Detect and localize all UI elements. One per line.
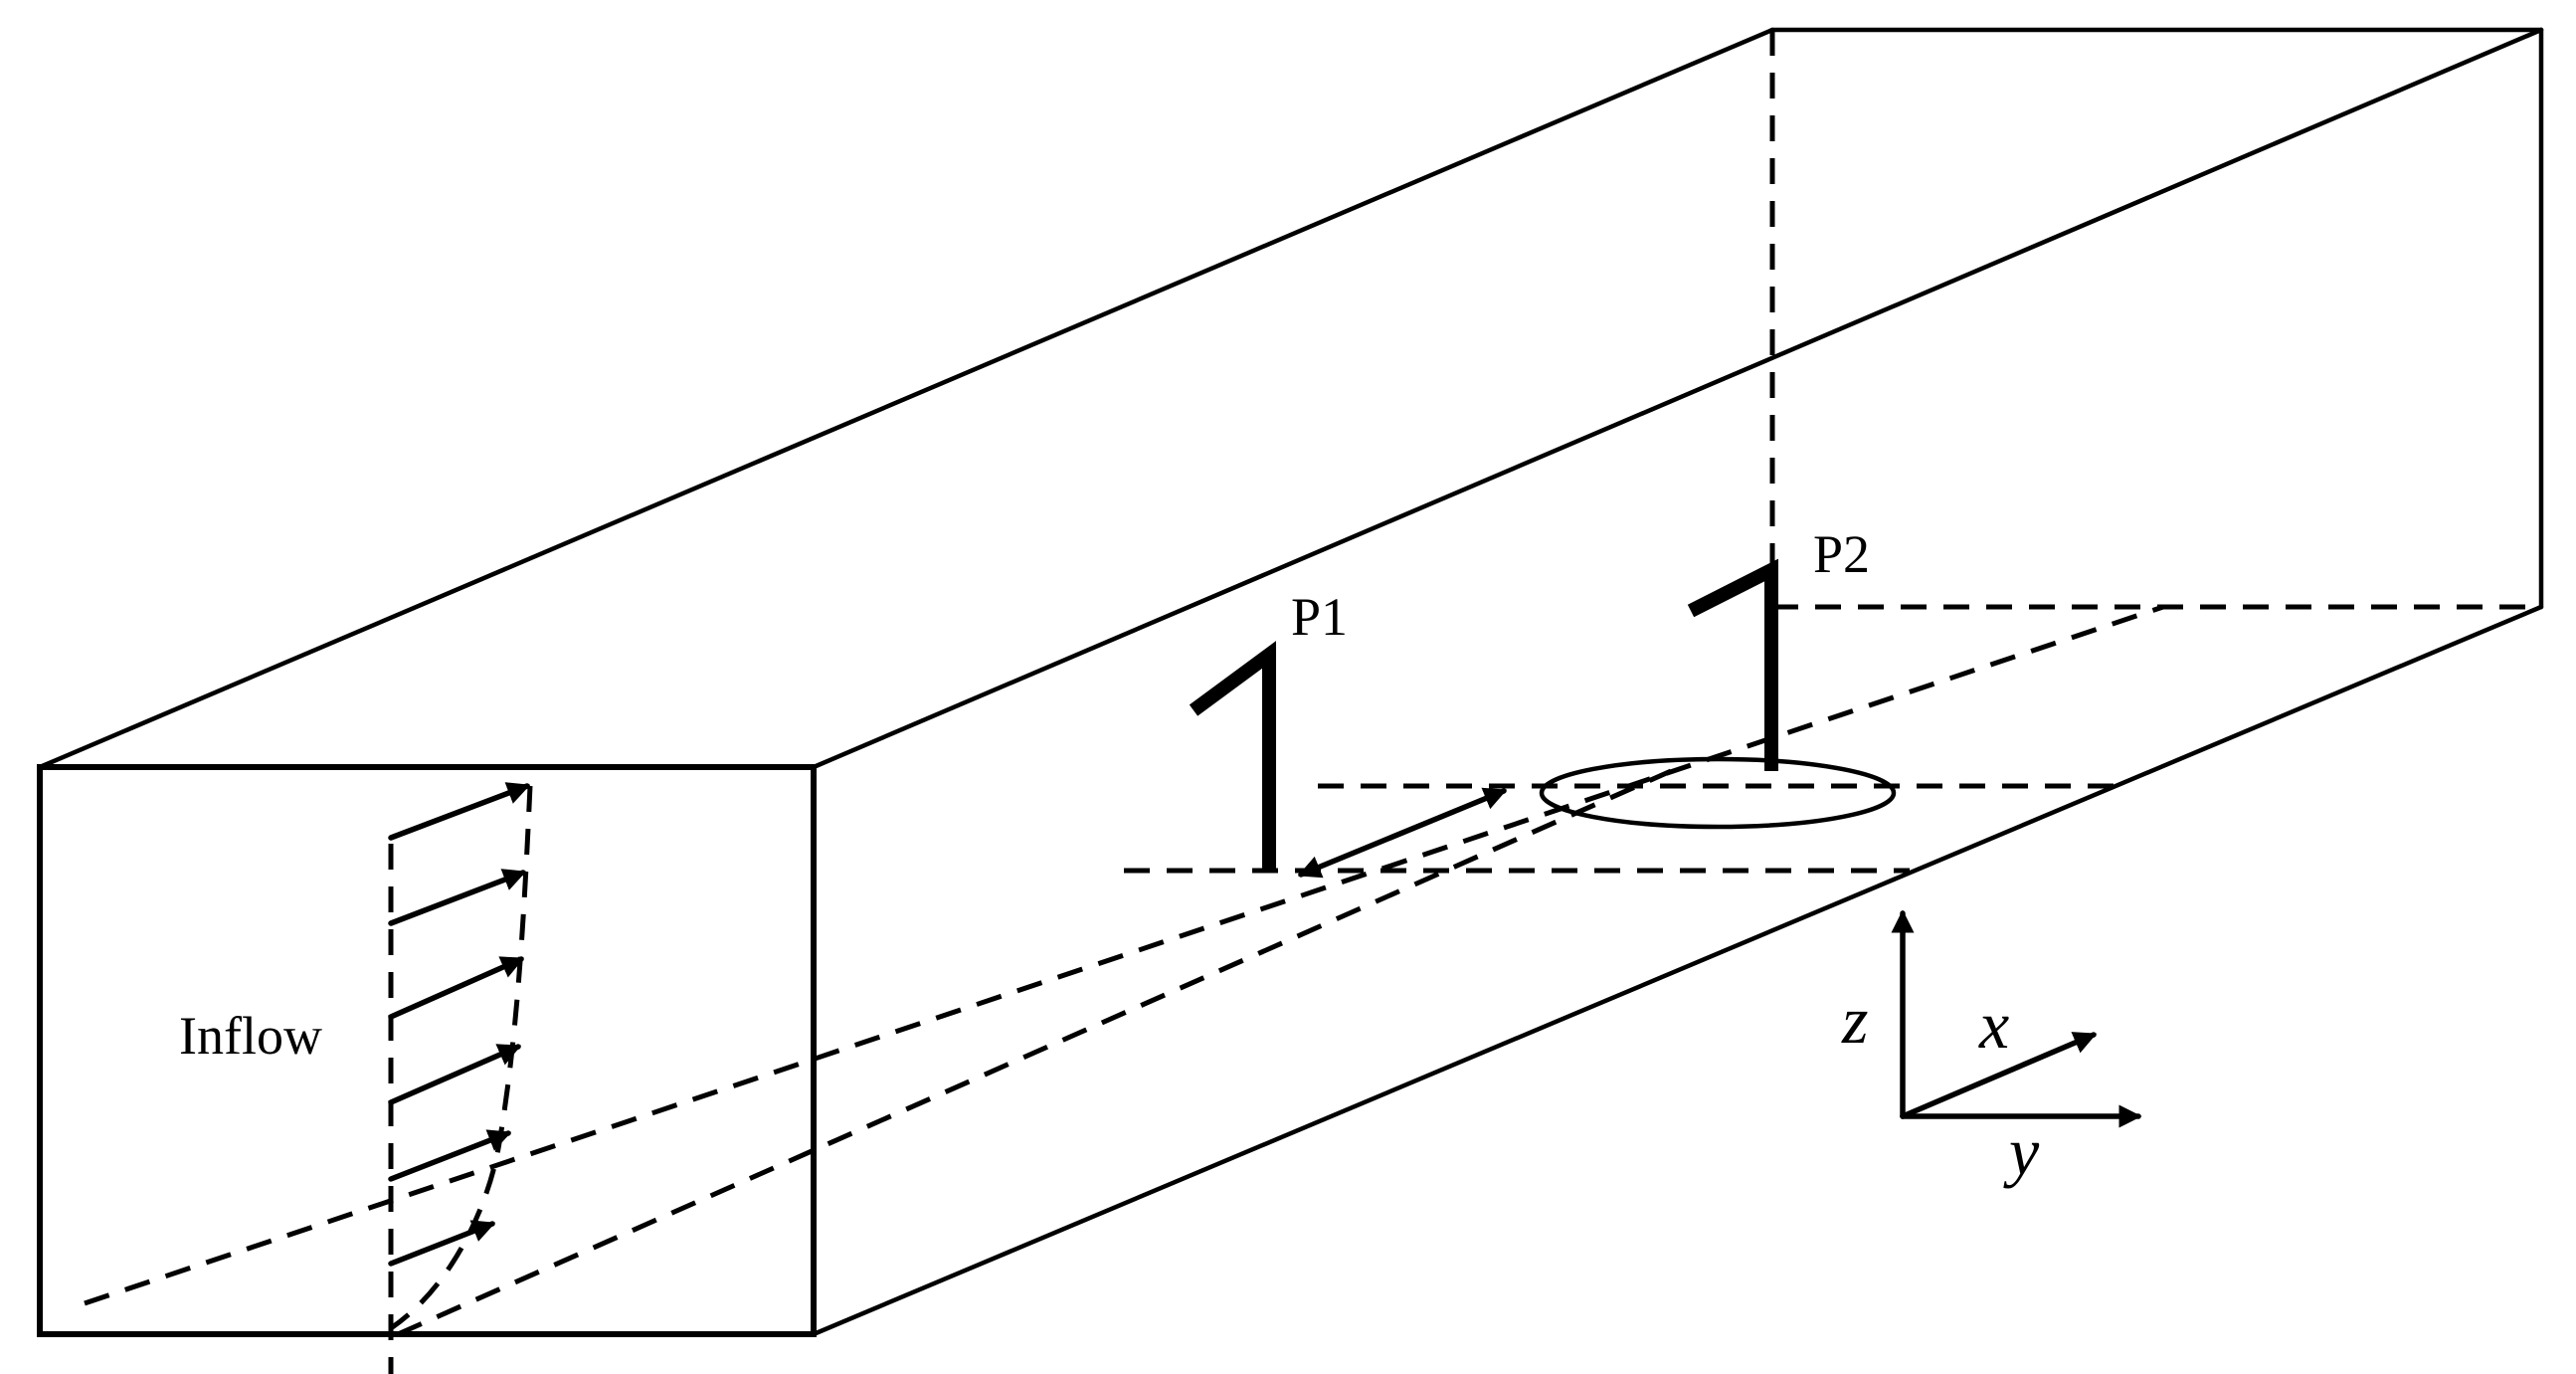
top-left-edge xyxy=(37,27,1775,770)
velocity-arrow xyxy=(388,1220,496,1267)
inflow-velocity-arrows xyxy=(388,782,531,1267)
velocity-arrow xyxy=(388,869,527,926)
probe-p2 xyxy=(1687,558,1778,771)
z-axis-label: z xyxy=(1841,982,1868,1058)
channel-box xyxy=(37,27,2544,1337)
source-ellipse xyxy=(1539,756,1897,830)
velocity-arrow xyxy=(388,782,531,841)
y-axis-label: y xyxy=(2003,1113,2040,1189)
coordinate-axes: z x y xyxy=(1841,909,2142,1189)
velocity-arrow xyxy=(388,956,525,1020)
velocity-arrow xyxy=(388,1129,512,1182)
hidden-edges xyxy=(84,30,2541,1374)
probe-p1-label: P1 xyxy=(1291,587,1348,647)
probe-p2-label: P2 xyxy=(1813,524,1870,584)
x-axis-arrow xyxy=(1900,1032,2098,1119)
inflow-label: Inflow xyxy=(179,1006,322,1066)
velocity-arrow xyxy=(388,1044,522,1105)
upper-reference-line xyxy=(84,604,2164,1306)
separation-arrow xyxy=(1297,787,1508,879)
inlet-face xyxy=(37,764,817,1337)
probe-p1 xyxy=(1189,641,1276,871)
top-right-edge xyxy=(811,27,2544,770)
inflow-profile-curve xyxy=(389,785,533,1331)
bottom-right-edge xyxy=(811,604,2544,1337)
x-axis-label: x xyxy=(1978,987,2009,1063)
